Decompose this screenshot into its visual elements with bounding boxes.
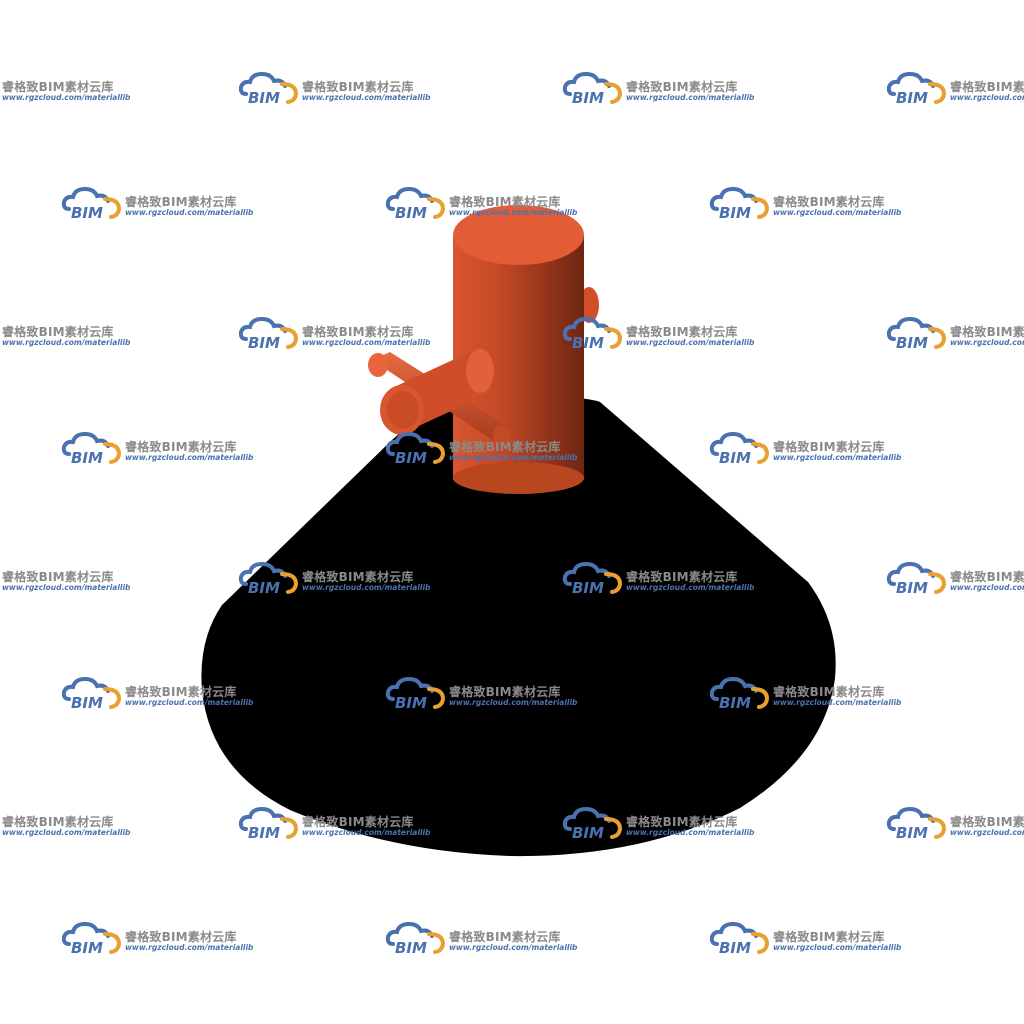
thin-pipe-end-left bbox=[368, 353, 388, 377]
cone-base bbox=[201, 395, 836, 857]
main-cylinder-bottom bbox=[453, 462, 584, 494]
main-cylinder-top bbox=[453, 205, 584, 265]
thin-pipe-end-right bbox=[493, 425, 511, 447]
thick-arm-face-inner bbox=[387, 391, 419, 429]
thick-arm-back bbox=[466, 349, 494, 393]
